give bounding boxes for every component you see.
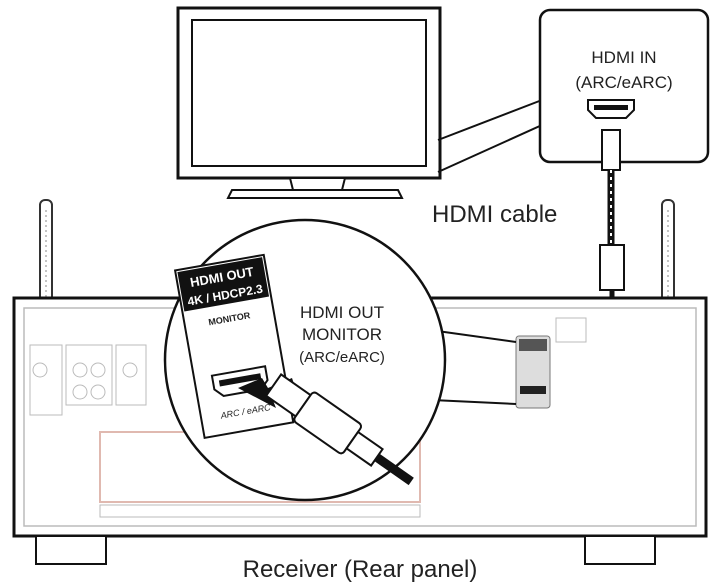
arc-earc-label: (ARC/eARC) (299, 349, 385, 366)
callout-line (437, 99, 543, 141)
tv-hdmi-in-bubble: HDMI IN (ARC/eARC) (538, 8, 710, 164)
magnifier-line (429, 329, 517, 343)
hdmi-cable (540, 129, 625, 395)
receiver-foot-right (584, 535, 656, 565)
hdmi-plug (264, 373, 414, 486)
magnifier-line (431, 399, 517, 405)
hdmi-out-label: HDMI OUT (300, 303, 384, 322)
monitor-label: MONITOR (302, 325, 382, 344)
receiver-foot-left (35, 535, 107, 565)
tv (176, 6, 442, 199)
antenna-right (661, 199, 675, 316)
callout-line (437, 124, 543, 173)
hdmi-cable-label: HDMI cable (432, 201, 557, 228)
caption: Receiver (Rear panel) (243, 556, 478, 583)
hdmi-in-label: HDMI IN (591, 48, 656, 67)
hdmi-in-arc-label: (ARC/eARC) (575, 73, 672, 92)
magnifier-callout: HDMI OUT 4K / HDCP2.3 MONITOR ARC / eARC… (163, 218, 447, 502)
